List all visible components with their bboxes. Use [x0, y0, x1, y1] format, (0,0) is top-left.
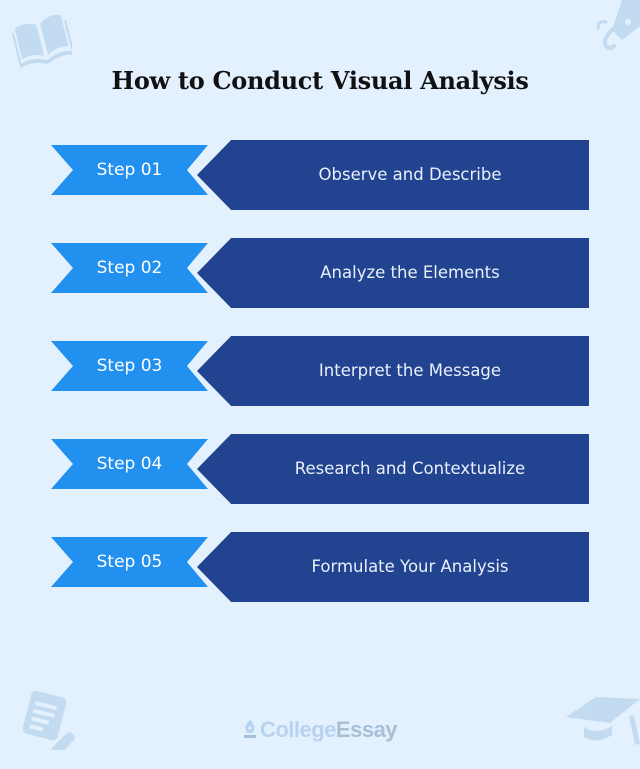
step-label: Step 04: [96, 454, 163, 474]
step-row-2: Step 02 Analyze the Elements: [0, 238, 640, 308]
step-row-3: Step 03 Interpret the Message: [0, 336, 640, 406]
logo-essay: Essay: [335, 717, 398, 742]
step-ribbon: [51, 341, 208, 391]
step-row-4: Step 04 Research and Contextualize: [0, 434, 640, 504]
notepad-pencil-icon: [22, 690, 75, 750]
step-text: Formulate Your Analysis: [311, 557, 509, 576]
open-book-icon: [12, 14, 72, 68]
step-ribbon: [51, 537, 208, 587]
step-text: Analyze the Elements: [320, 263, 500, 282]
step-band: [197, 238, 589, 308]
step-row-1: Step 01 Observe and Describe: [0, 140, 640, 210]
step-row-5: Step 05 Formulate Your Analysis: [0, 532, 640, 602]
step-label: Step 02: [96, 258, 163, 278]
step-label: Step 01: [96, 160, 163, 180]
fountain-pen-icon: [596, 0, 640, 50]
step-text: Research and Contextualize: [294, 459, 526, 478]
step-label: Step 05: [96, 552, 163, 572]
college-essay-logo: CollegeEssay: [0, 717, 640, 743]
pen-nib-icon: [243, 719, 256, 738]
step-band: [197, 140, 589, 210]
step-label: Step 03: [96, 356, 163, 376]
step-band: [197, 532, 589, 602]
step-band: [197, 434, 589, 504]
step-text: Observe and Describe: [318, 165, 502, 184]
step-ribbon: [51, 439, 208, 489]
page-title: How to Conduct Visual Analysis: [111, 66, 529, 95]
step-text: Interpret the Message: [318, 361, 502, 380]
step-band: [197, 336, 589, 406]
step-ribbon: [51, 243, 208, 293]
logo-college: College: [259, 717, 336, 742]
graduation-cap-icon: [566, 697, 640, 745]
step-ribbon: [51, 145, 208, 195]
